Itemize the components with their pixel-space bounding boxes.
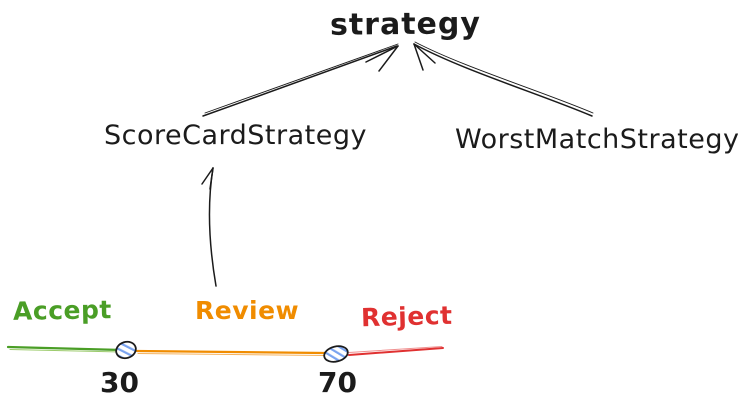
score-line-review-segment	[135, 349, 327, 357]
threshold-30-label: 30	[100, 366, 139, 399]
scorecard-class-label: ScoreCardStrategy	[104, 120, 367, 151]
inheritance-arrow-scorecard-to-strategy	[202, 43, 399, 117]
threshold-marker-30	[115, 340, 137, 360]
arrow-scale-to-scorecard	[201, 167, 217, 287]
reject-zone-label: Reject	[360, 300, 453, 333]
score-line-reject-segment	[348, 346, 444, 356]
review-zone-label: Review	[195, 296, 300, 325]
worstmatch-class-label: WorstMatchStrategy	[455, 124, 738, 155]
threshold-marker-70	[323, 345, 349, 363]
inheritance-arrow-worstmatch-to-strategy	[413, 41, 594, 117]
threshold-70-label: 70	[318, 366, 357, 399]
root-class-label: strategy	[329, 6, 482, 43]
score-line-accept-segment	[6, 345, 124, 353]
accept-zone-label: Accept	[12, 295, 113, 326]
